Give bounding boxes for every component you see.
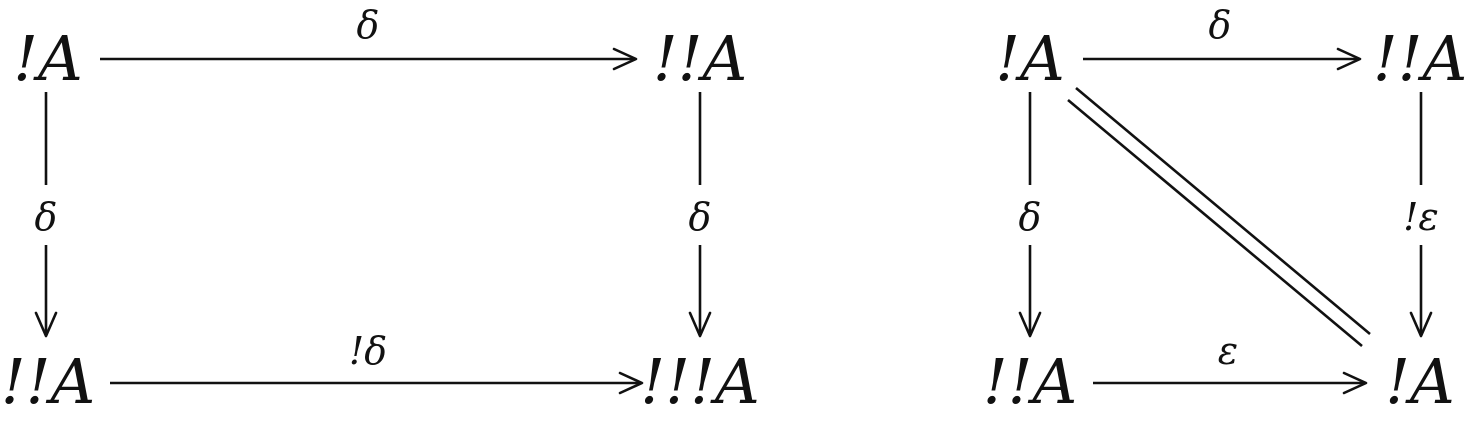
node-bottom-left: !!A [1, 345, 96, 418]
arrow-right-label: δ [689, 195, 712, 239]
node-top-left: !A [995, 22, 1065, 95]
node-top-right: !!A [1373, 22, 1468, 95]
arrow-right [1409, 92, 1433, 338]
arrow-left [34, 92, 58, 338]
node-top-right: !!A [653, 22, 748, 95]
arrow-bottom [1093, 371, 1368, 395]
arrow-top [1083, 47, 1362, 71]
node-bottom-right: !!!A [640, 345, 760, 418]
node-bottom-left: !!A [983, 345, 1078, 418]
arrow-top [100, 47, 638, 71]
node-top-left: !A [13, 22, 83, 95]
arrow-bottom-label: !δ [349, 329, 387, 373]
diagonal-equality [1067, 87, 1371, 347]
right-triangle-diagram: !A !!A !!A !A δ δ !ε ε [983, 3, 1468, 418]
arrow-left [1018, 92, 1042, 338]
arrow-right [688, 92, 712, 338]
arrow-bottom [110, 371, 644, 395]
arrow-top-label: δ [1209, 3, 1232, 47]
left-square-diagram: !A !!A !!A !!!A δ δ δ !δ [1, 3, 760, 418]
arrow-right-label: !ε [1403, 195, 1439, 239]
arrow-left-label: δ [1019, 195, 1042, 239]
node-bottom-right: !A [1385, 345, 1455, 418]
arrow-top-label: δ [357, 3, 380, 47]
arrow-left-label: δ [35, 195, 58, 239]
arrow-bottom-label: ε [1218, 329, 1238, 373]
